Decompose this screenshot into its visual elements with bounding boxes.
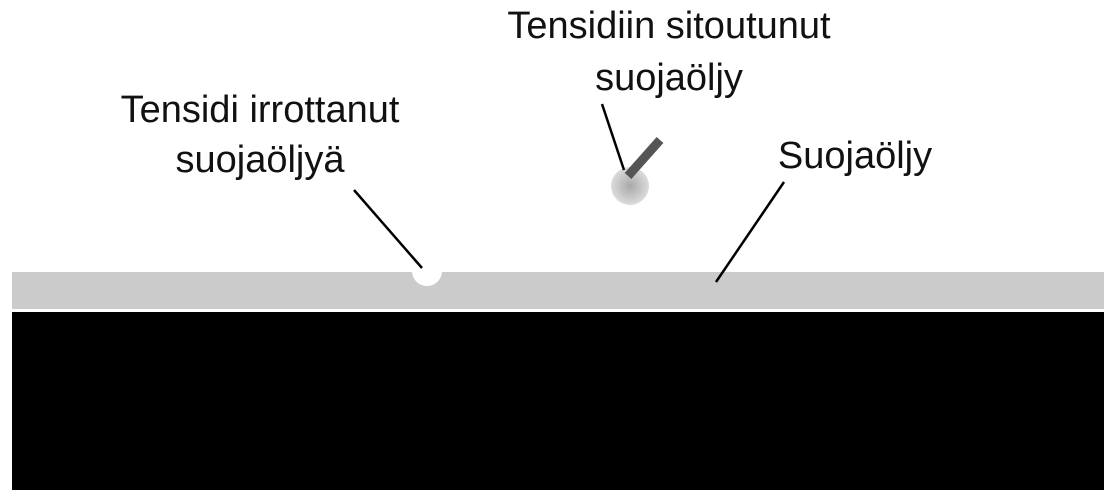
label-released-oil-line2: suojaöljyä (176, 139, 346, 181)
oil-film-hole (412, 271, 442, 286)
surfactant-tail (624, 137, 664, 179)
label-bound-oil-line2: suojaöljy (595, 57, 743, 99)
leader-line-released-oil (353, 189, 423, 269)
film-separator (12, 309, 1104, 312)
metal-surface (12, 312, 1104, 490)
label-oil-layer: Suojaöljy (778, 135, 932, 177)
bound-oil-droplet (611, 167, 649, 205)
label-bound-oil-line1: Tensidiin sitoutunut (507, 5, 831, 47)
leader-line-bound-oil (600, 103, 626, 171)
leader-line-oil-layer (714, 181, 786, 283)
oil-film (12, 272, 1104, 309)
label-released-oil-line1: Tensidi irrottanut (121, 89, 400, 131)
